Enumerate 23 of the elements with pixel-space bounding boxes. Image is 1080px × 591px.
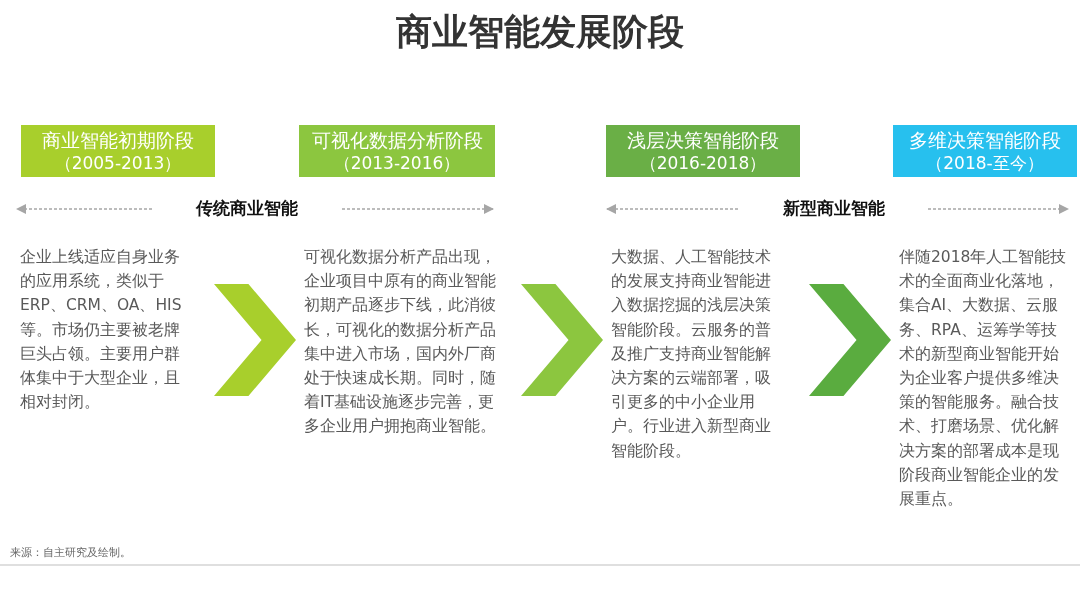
description-text: 企业上线适应自身业务的应用系统，类似于ERP、CRM、OA、HIS等。市场仍主要被老牌巨头占领。主要用户群体集中于大型企业，且相对封闭。	[20, 245, 192, 415]
period-text: （2018-至今）	[926, 152, 1044, 174]
period-text: （2016-2018）	[639, 152, 767, 174]
chevron-arrow	[521, 284, 603, 396]
period-text: （2013-2016）	[333, 152, 461, 174]
stage-title: 浅层决策智能阶段	[627, 128, 779, 152]
stage-title: 商业智能初期阶段	[42, 128, 194, 152]
stage-box	[606, 125, 800, 177]
title: 商业智能发展阶段	[395, 10, 685, 54]
period-text: （2005-2013）	[54, 152, 182, 174]
era-label: 新型商业智能	[782, 197, 886, 220]
chevron-arrow	[809, 284, 891, 396]
description-text: 可视化数据分析产品出现，企业项目中原有的商业智能初期产品逐步下线，此消彼长，可视化的数据分析产品集中进入市场，国内外厂商处于快速成长期。同时，随着IT基础设施逐步完善，更多企业用户拥抱商业智能。	[304, 245, 496, 439]
stage-box	[299, 125, 495, 177]
chevron-arrow	[214, 284, 296, 396]
era-label: 传统商业智能	[195, 197, 299, 220]
stage-title: 多维决策智能阶段	[909, 128, 1061, 152]
stage-title: 可视化数据分析阶段	[311, 128, 483, 152]
source-note: 来源：自主研究及绘制。	[10, 545, 131, 560]
description-text: 大数据、人工智能技术的发展支持商业智能进入数据挖掘的浅层决策智能阶段。云服务的普及推广支持商业智能解决方案的云端部署，吸引更多的中小企业用户。行业进入新型商业智能阶段。	[611, 245, 783, 463]
stage-box	[21, 125, 215, 177]
stage-box	[893, 125, 1077, 177]
description-text: 伴随2018年人工智能技术的全面商业化落地，集合AI、大数据、云服务、RPA、运筹学等技术的新型商业智能开始为企业客户提供多维决策的智能服务。融合技术、打磨场景、优化解决方案的部署成本是现阶段商业智能企业的发展重点。	[899, 245, 1071, 512]
